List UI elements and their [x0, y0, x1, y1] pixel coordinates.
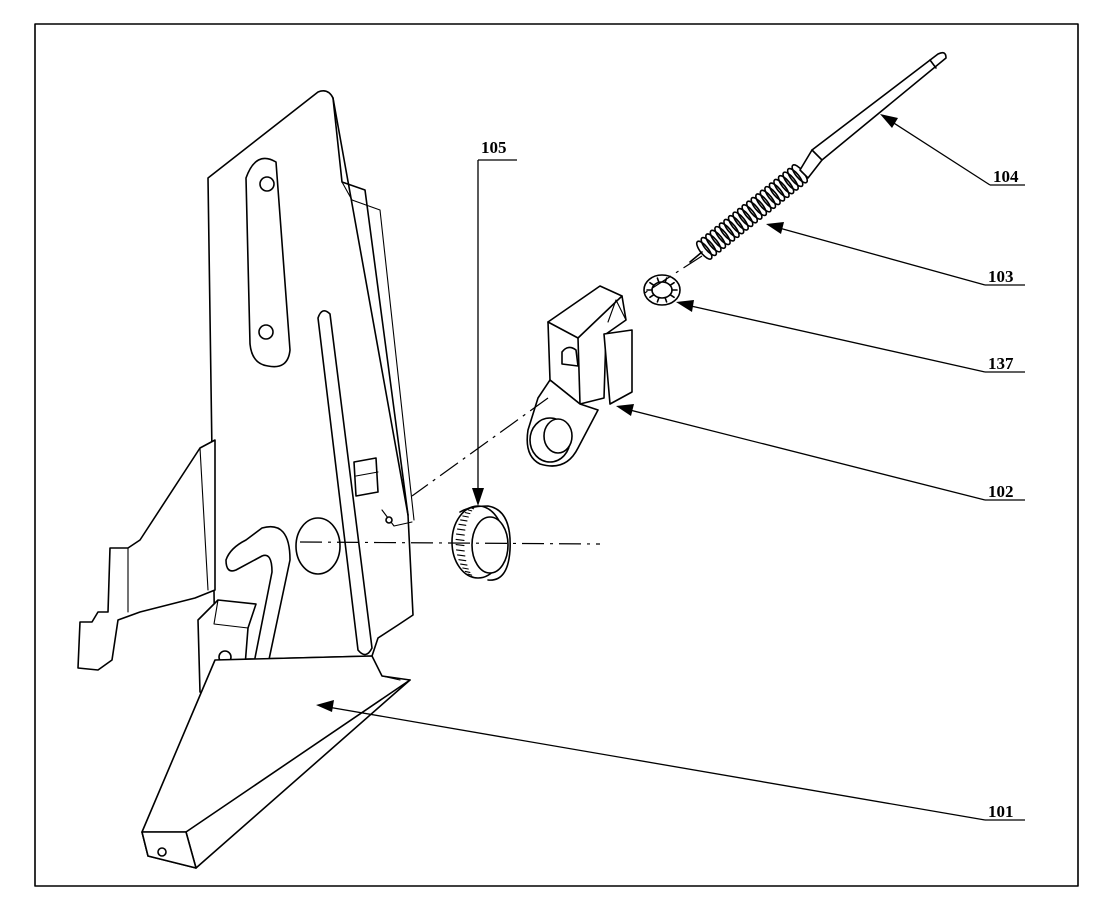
washer-tooth: [664, 296, 668, 303]
knurl-mark: [458, 559, 467, 562]
washer-teeth: [646, 277, 678, 303]
knurl-mark: [455, 538, 465, 541]
spring-coil: [764, 185, 781, 206]
knurl-mark: [464, 512, 471, 515]
part-label-105: 105: [481, 138, 507, 157]
part-104-shaft: [799, 51, 947, 179]
part-137-washer: [643, 274, 681, 306]
knurl-mark: [470, 575, 475, 578]
assembly-axis-horizontal: [299, 541, 601, 545]
knurl-mark: [458, 523, 467, 526]
washer-tooth: [669, 293, 675, 299]
part-101-bracket: [77, 90, 415, 869]
spring-coil: [768, 182, 786, 202]
part-103-spring: [689, 163, 813, 263]
part-label-101: 101: [988, 802, 1014, 821]
knurl-mark: [460, 519, 468, 522]
knurl-marks: [455, 507, 475, 578]
spring-coil: [727, 214, 745, 235]
leader-104: [880, 114, 1025, 186]
knurl-mark: [455, 544, 465, 547]
leader-101: [316, 700, 1025, 821]
leader-102: [616, 404, 1025, 501]
spring-coil: [782, 171, 799, 191]
knurl-mark: [462, 567, 469, 570]
knurl-mark: [462, 515, 469, 518]
knurl-mark: [467, 573, 473, 576]
washer-tooth: [649, 281, 655, 287]
assembly-axis-lower: [411, 397, 549, 497]
spring-coil: [777, 174, 795, 195]
spring-coil: [755, 193, 772, 213]
knurl-mark: [456, 528, 466, 531]
knurl-mark: [455, 533, 465, 536]
spring-coil: [741, 204, 759, 224]
washer-tooth: [656, 296, 660, 303]
part-label-104: 104: [993, 167, 1019, 186]
knurl-mark: [456, 554, 466, 557]
leader-137: [676, 300, 1025, 373]
leader-105: [472, 159, 517, 506]
assembly-axis: [639, 255, 703, 297]
part-105-knurled-ring: [451, 505, 511, 581]
leader-103: [766, 222, 1025, 286]
spring-coil: [736, 207, 754, 228]
washer-tooth: [669, 281, 675, 287]
part-label-103: 103: [988, 267, 1014, 286]
part-label-137: 137: [988, 354, 1014, 373]
spring-coil: [732, 211, 749, 231]
spring-coil: [718, 222, 736, 242]
diagram-frame: [34, 23, 1079, 887]
spring-coil: [750, 196, 768, 217]
knurl-mark: [467, 509, 473, 512]
knurl-mark: [455, 549, 465, 552]
knurl-mark: [464, 570, 471, 573]
spring-coil: [705, 233, 722, 253]
spring-coil: [700, 236, 718, 257]
spring-coil: [714, 225, 731, 246]
spring-coil: [745, 200, 763, 220]
part-label-102: 102: [988, 482, 1014, 501]
spring-coil: [759, 189, 777, 210]
spring-coil: [723, 218, 740, 239]
knurl-mark: [460, 563, 468, 566]
spring-coil: [786, 167, 804, 188]
part-102-slider-block: [526, 285, 633, 467]
spring-coil: [773, 178, 790, 199]
washer-tooth: [656, 277, 660, 284]
washer-tooth: [649, 293, 655, 299]
spring-coil: [709, 229, 727, 250]
knurl-mark: [470, 507, 475, 510]
